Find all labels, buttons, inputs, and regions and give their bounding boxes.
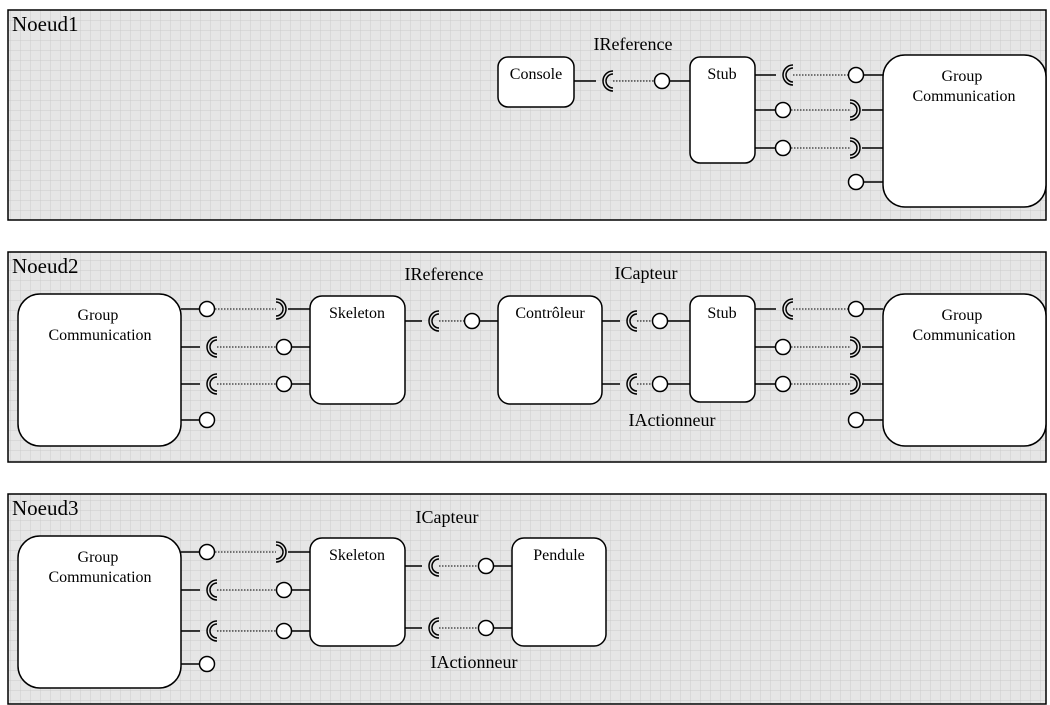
icapteur-interface-label: ICapteur (416, 507, 479, 527)
node-2: Noeud2 Group Communication Skeleton Cont… (7, 251, 1047, 463)
node-1: Noeud1 Console Stub Group Communication … (7, 9, 1047, 221)
node-3-title: Noeud3 (12, 496, 79, 520)
connectors (181, 541, 512, 673)
stub-label: Stub (707, 305, 736, 322)
node-1-frame (7, 9, 1047, 221)
iactionneur-interface-label: IActionneur (431, 652, 518, 672)
skeleton-box[interactable] (309, 295, 406, 405)
group-communication-label: Group Communication (912, 68, 1015, 105)
group-communication-left-box[interactable] (17, 293, 182, 447)
iactionneur-interface-label: IActionneur (629, 410, 716, 430)
pendule-label: Pendule (533, 547, 585, 564)
node-1-title: Noeud1 (12, 12, 79, 36)
stub-label: Stub (707, 66, 736, 83)
skeleton-label: Skeleton (329, 305, 385, 322)
stub-box[interactable] (689, 295, 756, 403)
controleur-label: Contrôleur (515, 305, 585, 322)
console-label: Console (510, 66, 562, 83)
group-communication-label: Group Communication (48, 549, 151, 586)
ireference-interface-label: IReference (594, 34, 673, 54)
group-communication-right-label: Group Communication (912, 307, 1015, 344)
controleur-box[interactable] (497, 295, 603, 405)
group-communication-left-label: Group Communication (48, 307, 151, 344)
pendule-box[interactable] (511, 537, 607, 647)
console-box[interactable] (497, 56, 575, 108)
ireference-interface-label: IReference (405, 264, 484, 284)
group-communication-box[interactable] (882, 54, 1047, 208)
node-2-title: Noeud2 (12, 254, 79, 278)
skeleton-box[interactable] (309, 537, 406, 647)
node-3: Noeud3 Group Communication Skeleton Pend… (7, 493, 1047, 705)
connectors (181, 298, 883, 429)
icapteur-interface-label: ICapteur (615, 263, 678, 283)
skeleton-label: Skeleton (329, 547, 385, 564)
group-communication-right-box[interactable] (882, 293, 1047, 447)
connectors (574, 64, 883, 191)
group-communication-box[interactable] (17, 535, 182, 689)
